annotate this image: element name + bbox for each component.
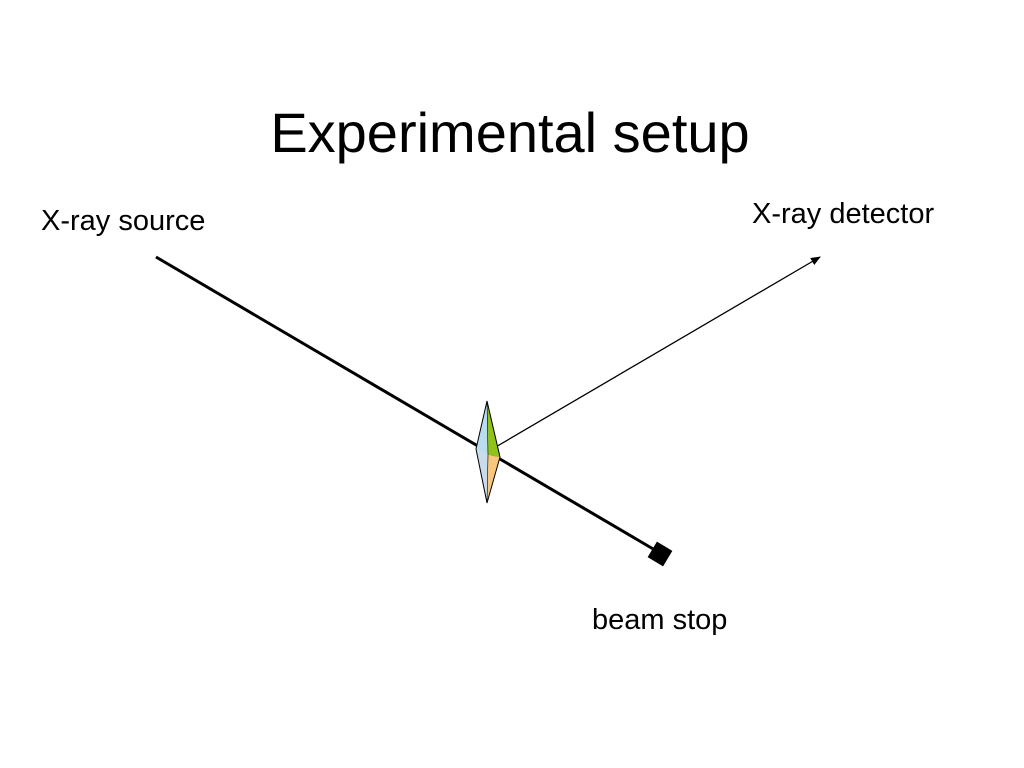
crystal-sample [475,400,501,504]
xray-detector-label: X-ray detector [752,198,935,230]
slide-title: Experimental setup [270,101,750,164]
beam-stop-block [647,541,673,567]
incident-beam [155,255,661,555]
crystal-facet-top-left [476,401,488,455]
xray-source-label: X-ray source [41,205,206,237]
beam-stop-label: beam stop [592,604,728,636]
diffracted-beam [493,256,821,449]
